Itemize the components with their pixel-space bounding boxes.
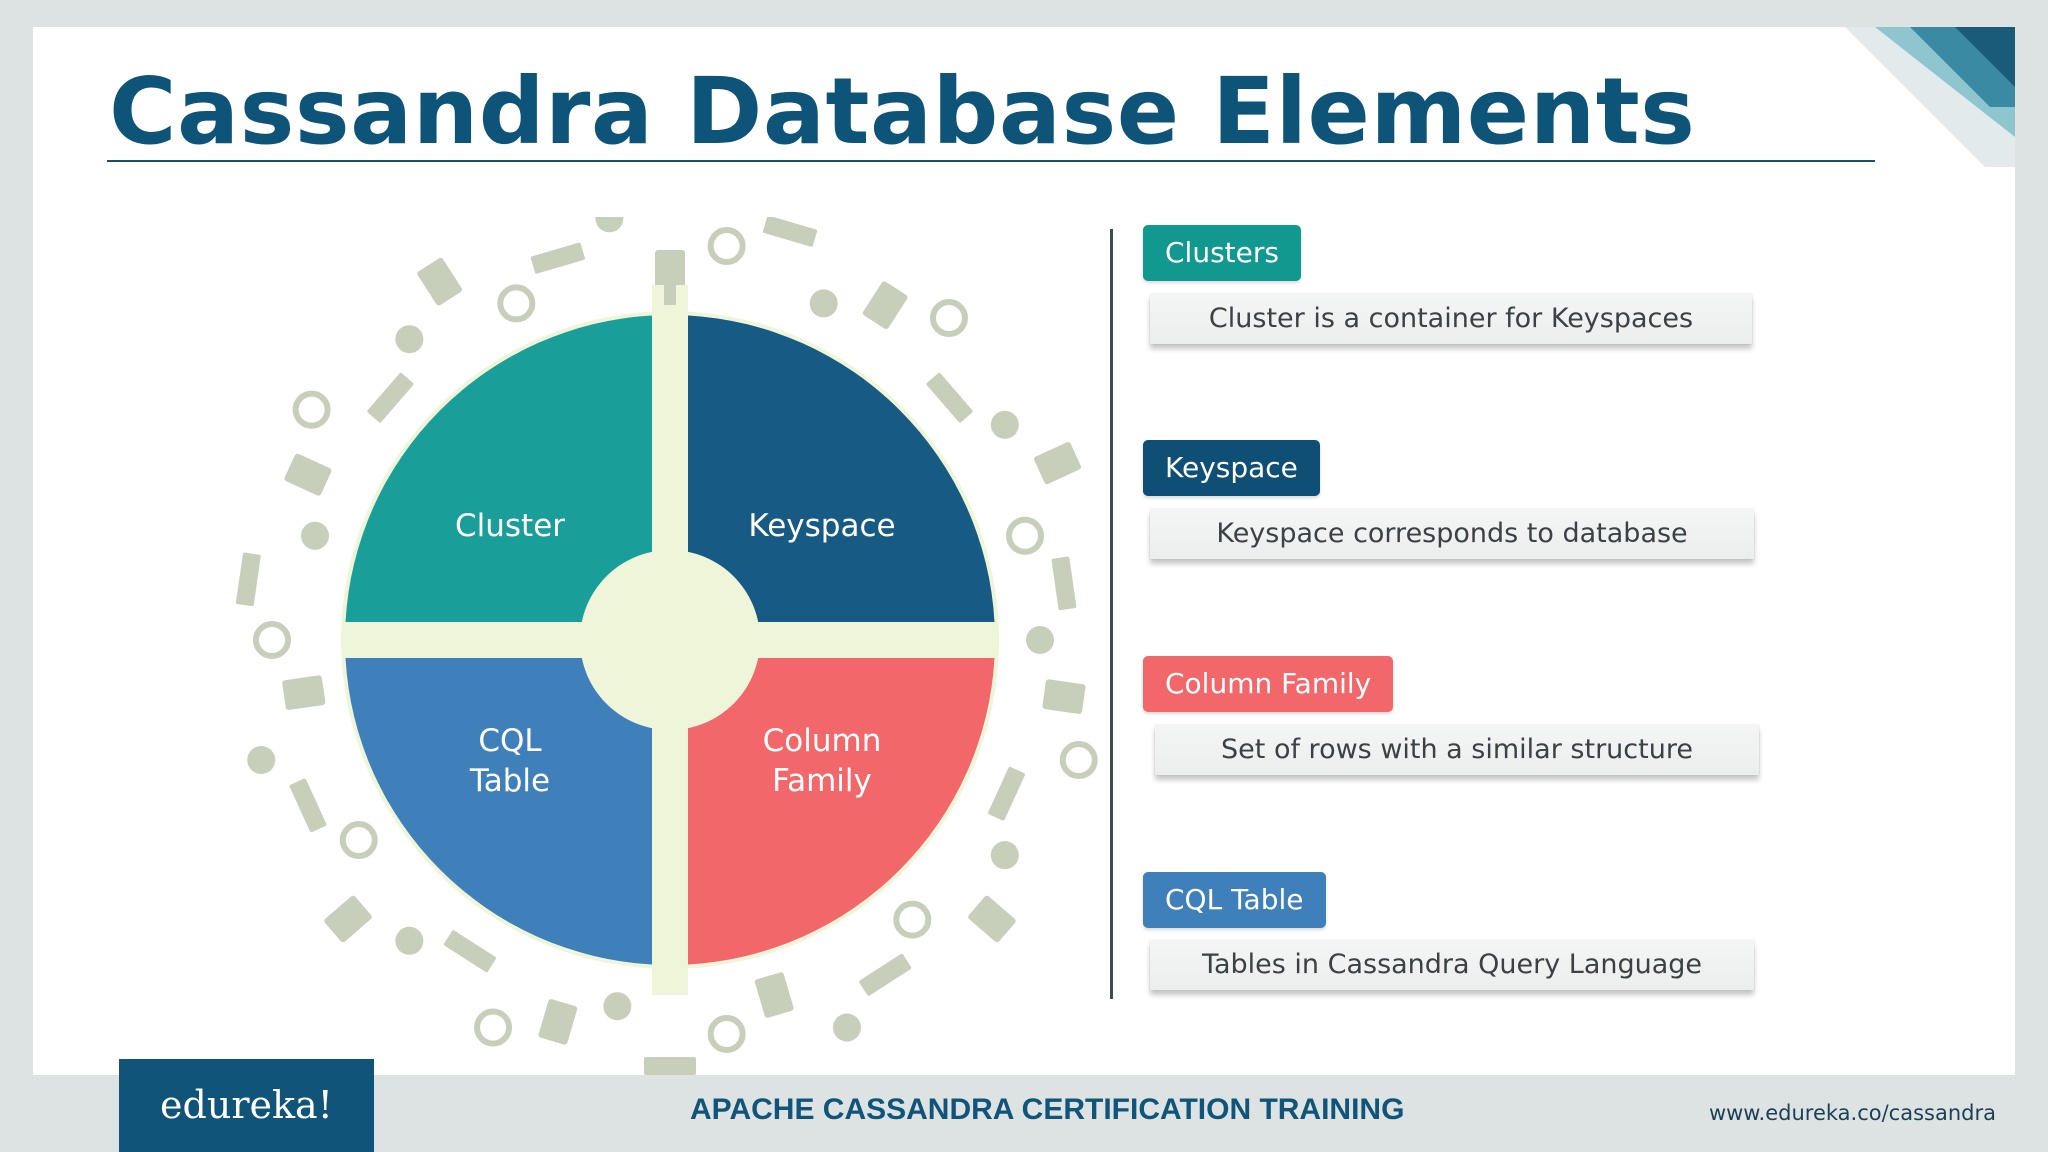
legend-divider [1110, 229, 1113, 999]
keyspace-description-text: Keyspace corresponds to database [1216, 518, 1688, 549]
decorative-icon [324, 895, 372, 943]
corner-decoration [1845, 27, 2015, 167]
slide-title: Cassandra Database Elements [109, 58, 1696, 165]
decorative-icon [968, 895, 1016, 943]
cql-table-tag-label: CQL Table [1165, 883, 1304, 916]
cql-table-description-text: Tables in Cassandra Query Language [1201, 949, 1703, 980]
decorative-icon [253, 621, 291, 659]
title-underline [107, 160, 1875, 162]
clusters-tag: Clusters [1143, 225, 1301, 281]
decorative-icon [474, 1008, 513, 1047]
wheel-hub [580, 550, 760, 730]
decorative-icon [603, 992, 632, 1021]
decorative-icon [538, 999, 578, 1045]
decorative-icon [1059, 741, 1098, 780]
decorative-icon [1042, 679, 1086, 714]
footer-course-title: APACHE CASSANDRA CERTIFICATION TRAINING [690, 1093, 1405, 1126]
column-family-description: Set of rows with a similar structure [1155, 725, 1759, 775]
column-family-description-text: Set of rows with a similar structure [1221, 734, 1693, 765]
decorative-icon [707, 1014, 746, 1053]
decorative-icon [832, 1013, 861, 1042]
decorative-icon [417, 257, 462, 306]
quadrant-keyspace [688, 315, 995, 622]
decorative-icon [862, 281, 908, 329]
decorative-icon [367, 372, 414, 423]
decorative-icon [1006, 516, 1045, 555]
decorative-icon [988, 766, 1025, 821]
quadrant-cluster [345, 315, 652, 622]
keyspace-description: Keyspace corresponds to database [1150, 509, 1754, 559]
decorative-icon [990, 841, 1019, 870]
quadrant-cql-table-label: CQL [478, 723, 542, 759]
decorative-icon [763, 217, 818, 247]
decorative-icon [707, 227, 746, 266]
decorative-icon [530, 242, 585, 274]
decorative-icon [1026, 626, 1054, 654]
icon-ring [235, 217, 1098, 1075]
decorative-icon [497, 284, 536, 323]
decorative-icon [926, 372, 973, 423]
decorative-icon [893, 900, 932, 939]
decorative-icon [644, 1057, 696, 1075]
decorative-icon [395, 325, 424, 354]
quadrant-cql-table [345, 658, 652, 965]
clusters-description-text: Cluster is a container for Keyspaces [1208, 303, 1694, 334]
quadrant-cluster-label: Cluster [455, 508, 565, 544]
edureka-logo[interactable]: edureka! [119, 1059, 374, 1152]
keyspace-tag: Keyspace [1143, 440, 1320, 496]
decorative-icon [395, 926, 424, 955]
decorative-icon [655, 250, 685, 290]
quadrant-keyspace-label: Keyspace [748, 508, 895, 544]
decorative-icon [859, 953, 912, 996]
decorative-icon [1034, 442, 1081, 485]
decorative-icon [289, 778, 327, 833]
quadrant-column-family-label: Family [772, 763, 872, 799]
cql-table-tag: CQL Table [1143, 872, 1326, 928]
decorative-icon [754, 972, 794, 1018]
decorative-icon [292, 390, 331, 429]
column-family-tag-label: Column Family [1165, 667, 1372, 700]
column-family-tag: Column Family [1143, 656, 1394, 712]
quadrant-cql-table-label: Table [469, 763, 550, 799]
quadrant-column-family-label: Column [763, 723, 882, 759]
edureka-logo-text: edureka! [160, 1083, 333, 1127]
footer-url[interactable]: www.edureka.co/cassandra [1708, 1101, 1996, 1125]
decorative-icon [339, 821, 378, 860]
slide: Cassandra Database Elements Cluster Keysp… [33, 27, 2015, 1075]
decorative-icon [443, 930, 496, 973]
quadrant-column-family [688, 658, 995, 965]
decorative-icon [809, 289, 838, 318]
decorative-icon [300, 521, 329, 550]
clusters-tag-label: Clusters [1165, 236, 1279, 269]
decorative-icon [247, 746, 276, 775]
cql-table-description: Tables in Cassandra Query Language [1150, 940, 1754, 990]
decorative-icon [990, 410, 1019, 439]
decorative-icon [235, 552, 261, 607]
keyspace-tag-label: Keyspace [1165, 451, 1298, 484]
decorative-icon [284, 453, 332, 496]
decorative-icon [282, 675, 326, 710]
decorative-icon [595, 217, 624, 233]
spine-cap-top [664, 275, 676, 305]
clusters-description: Cluster is a container for Keyspaces [1150, 294, 1752, 344]
decorative-icon [929, 299, 968, 338]
decorative-icon [1051, 556, 1077, 611]
